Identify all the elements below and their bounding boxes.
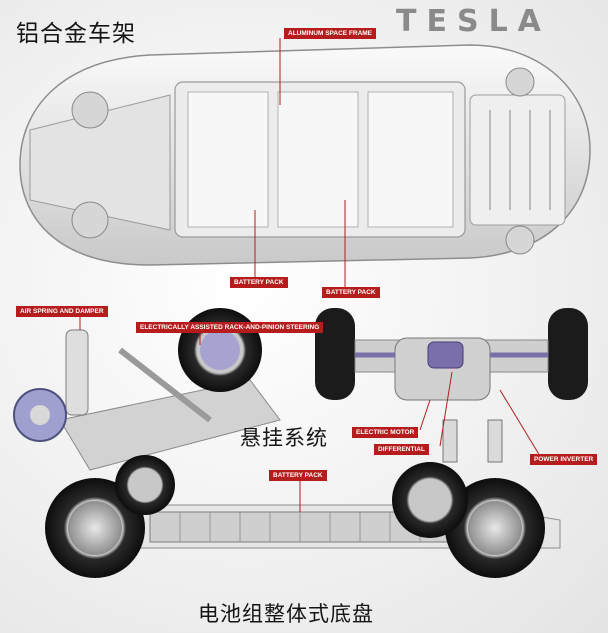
rear-drive-illustration: [315, 308, 588, 463]
frame-heading: 铝合金车架: [16, 21, 136, 47]
aluminum-frame-illustration: [19, 44, 591, 266]
callout-air-spring: AIR SPRING AND DAMPER: [16, 306, 108, 317]
battery-chassis-illustration: [45, 455, 561, 578]
tesla-logo: TESLA: [396, 4, 551, 39]
suspension-heading: 悬挂系统: [240, 426, 328, 450]
chassis-heading: 电池组整体式底盘: [198, 602, 374, 626]
callout-aluminum-space-frame: ALUMINUM SPACE FRAME: [284, 28, 377, 39]
callout-power-inverter: POWER INVERTER: [530, 454, 598, 465]
callout-battery-pack-bottom: BATTERY PACK: [269, 470, 327, 481]
callout-steering: ELECTRICALLY ASSISTED RACK-AND-PINION ST…: [136, 322, 324, 333]
callout-differential: DIFFERENTIAL: [374, 444, 429, 455]
callout-leaders: [79, 38, 541, 512]
callout-battery-pack-left: BATTERY PACK: [230, 277, 288, 288]
callout-electric-motor: ELECTRIC MOTOR: [352, 427, 419, 438]
callout-battery-pack-right: BATTERY PACK: [322, 287, 380, 298]
